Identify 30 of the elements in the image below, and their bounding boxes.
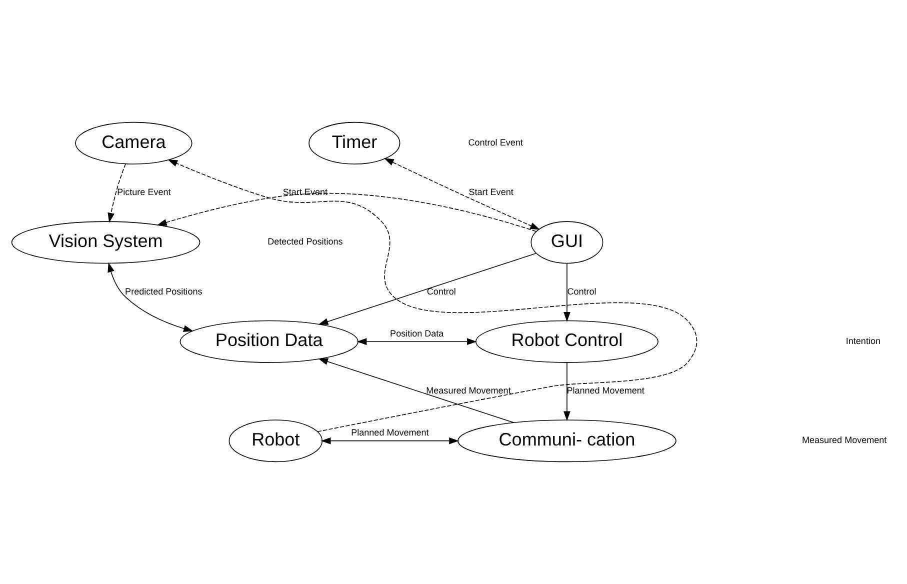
- edge-label: Planned Movement: [351, 428, 429, 438]
- label: Intention: [846, 336, 880, 346]
- node-ellipse: Vision System: [11, 221, 200, 264]
- edge-label: Predicted Positions: [125, 286, 202, 296]
- edge-label: Control: [567, 286, 596, 296]
- node-ellipse: Position Data: [180, 320, 358, 363]
- node-ellipse: Camera: [75, 122, 192, 164]
- arrow: [564, 263, 570, 322]
- edge-label: Control: [426, 286, 456, 296]
- node-ellipse: Robot: [228, 420, 323, 462]
- arrow: [356, 338, 477, 346]
- arrow: [108, 262, 194, 332]
- arrow: [156, 192, 537, 232]
- edge-label: Start Event: [468, 187, 514, 198]
- arrow: [168, 159, 698, 432]
- node-ellipse: Robot Control: [475, 320, 658, 363]
- label: Measured Movement: [802, 435, 887, 446]
- label: Detected Positions: [268, 236, 343, 247]
- edge-label: Measured Movement: [426, 386, 511, 396]
- edge-label: Position Data: [390, 328, 444, 339]
- arrow: [318, 358, 514, 423]
- edge-label: Planned Movement: [566, 386, 644, 396]
- arrow: [108, 163, 126, 223]
- arrow: [384, 158, 540, 230]
- arrow: [564, 362, 570, 422]
- label: Control Event: [468, 137, 523, 148]
- node-ellipse: Communi- cation: [458, 420, 676, 462]
- edge-label: Picture Event: [117, 187, 171, 198]
- arrow: [320, 437, 459, 444]
- arrow: [318, 252, 537, 325]
